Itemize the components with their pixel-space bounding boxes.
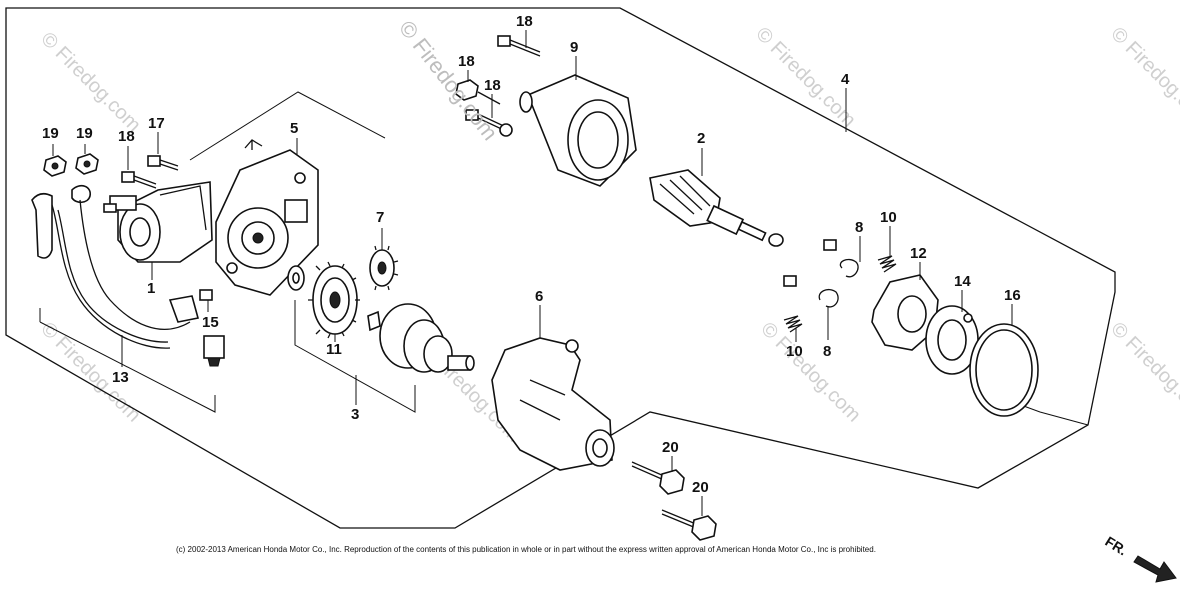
washer	[287, 265, 305, 291]
front-direction-arrow-icon	[1133, 555, 1177, 583]
insulator-plate-14	[925, 305, 979, 375]
callout-18a: 18	[118, 128, 135, 145]
frame-13	[39, 308, 216, 413]
callout-10a: 10	[880, 209, 897, 226]
watermark-tile: © Firedog.com	[36, 28, 145, 137]
callout-11: 11	[326, 341, 342, 358]
brush-8b	[783, 275, 839, 308]
frame-3	[294, 300, 416, 413]
callout-4: 4	[841, 71, 850, 88]
spring-10a	[877, 255, 897, 273]
watermark-tile: © Firedog.com	[1106, 318, 1180, 427]
callout-labels: 19 19 18 17 5 1 15 13 7 11 3 18 18 18 9 …	[42, 13, 1021, 496]
bolt-18c	[455, 79, 501, 105]
callout-7: 7	[376, 209, 384, 226]
callout-14: 14	[954, 273, 971, 290]
callout-17: 17	[148, 115, 165, 132]
front-cover-5	[215, 139, 319, 296]
callout-18b: 18	[516, 13, 533, 30]
callout-20a: 20	[662, 439, 679, 456]
solenoid-1	[103, 181, 213, 263]
callout-18d: 18	[484, 77, 501, 94]
yoke-9	[519, 74, 637, 187]
armature-2	[649, 169, 784, 247]
callout-1: 1	[147, 280, 155, 297]
callout-8b: 8	[823, 343, 831, 360]
bolt-18b	[497, 35, 541, 57]
callout-18c: 18	[458, 53, 475, 70]
bolt-18d	[465, 109, 513, 137]
watermark-tile: © Firedog.com	[1106, 23, 1180, 132]
brush-8a	[823, 239, 859, 278]
nut-19a	[43, 155, 67, 177]
front-direction-label: FR.	[1102, 533, 1130, 559]
bolt-20b	[661, 509, 717, 541]
plug-15	[199, 289, 225, 367]
spring-10b	[783, 315, 803, 333]
callout-16: 16	[1004, 287, 1021, 304]
callout-10b: 10	[786, 343, 803, 360]
callout-6: 6	[535, 288, 543, 305]
callout-12: 12	[910, 245, 927, 262]
callout-2: 2	[697, 130, 705, 147]
callout-8a: 8	[855, 219, 863, 236]
frame-5	[189, 91, 386, 161]
callout-19b: 19	[76, 125, 93, 142]
copyright-notice: (c) 2002-2013 American Honda Motor Co., …	[176, 545, 876, 554]
callout-9: 9	[570, 39, 578, 56]
bolt-18a	[121, 171, 157, 189]
gear-11	[308, 261, 360, 339]
callout-20b: 20	[692, 479, 709, 496]
o-ring-16	[969, 323, 1039, 417]
callout-3: 3	[351, 406, 359, 423]
gear-7	[369, 245, 399, 291]
watermark-tile: © Firedog.com	[756, 318, 865, 427]
callout-5: 5	[290, 120, 298, 137]
nut-19b	[75, 153, 99, 175]
bolt-20a	[631, 461, 685, 495]
callout-13: 13	[112, 369, 129, 386]
battery-cable-13	[31, 184, 199, 349]
callout-19a: 19	[42, 125, 59, 142]
callout-15: 15	[202, 314, 219, 331]
front-direction-indicator: FR.	[1102, 533, 1177, 583]
gear-case-6	[491, 337, 615, 471]
bolt-17	[147, 155, 179, 171]
starter-clutch-3	[367, 303, 475, 373]
